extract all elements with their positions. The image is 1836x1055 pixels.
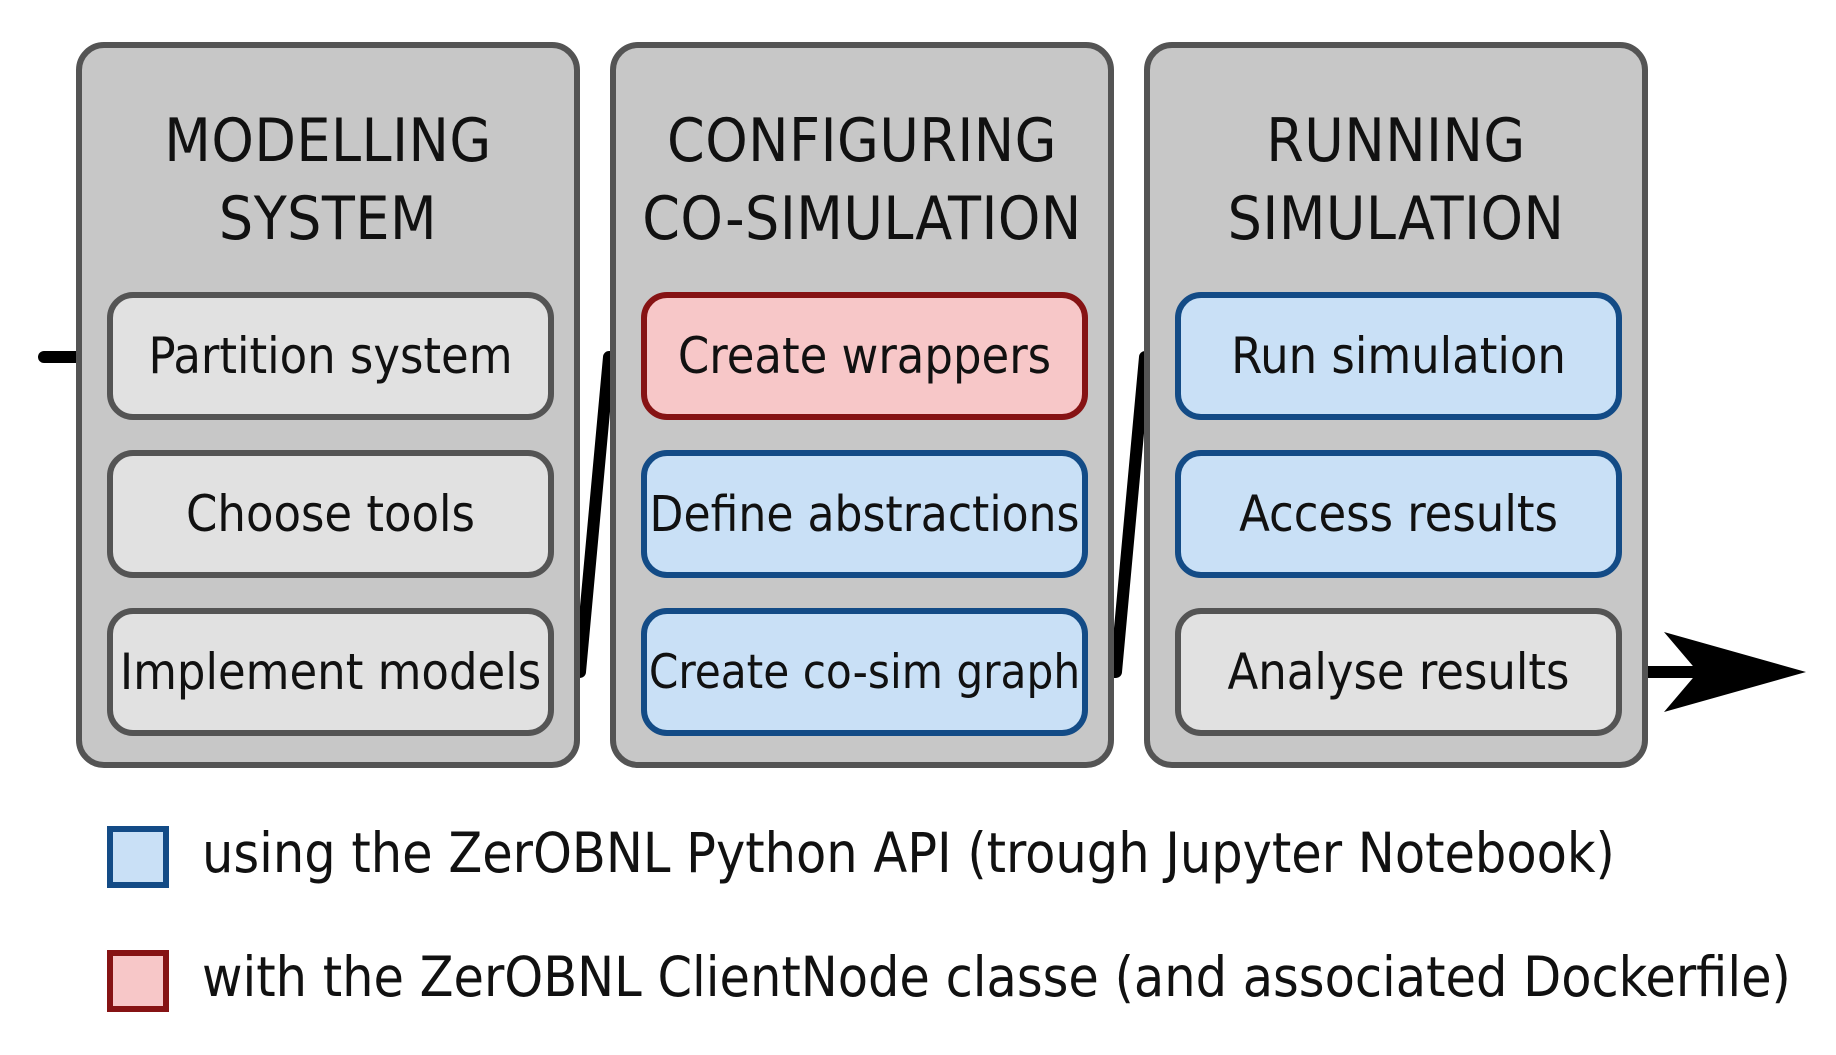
step-analyse-results: Analyse results (1175, 608, 1622, 736)
step-create-wrappers: Create wrappers (641, 292, 1088, 420)
phase-title: MODELLING SYSTEM (164, 106, 492, 254)
legend-label-python-api: using the ZerOBNL Python API (trough Jup… (202, 821, 1615, 885)
legend-swatch-clientnode (107, 950, 169, 1012)
phase-title: CONFIGURING CO-SIMULATION (642, 106, 1082, 254)
step-run-simulation: Run simulation (1175, 292, 1622, 420)
step-create-co-sim-graph: Create co-sim graph (641, 608, 1088, 736)
step-choose-tools: Choose tools (107, 450, 554, 578)
exit-arrow-head (1664, 632, 1806, 712)
step-access-results: Access results (1175, 450, 1622, 578)
legend-swatch-python-api (107, 826, 169, 888)
phase-title: RUNNING SIMULATION (1227, 106, 1565, 254)
step-define-abstractions: Define abstractions (641, 450, 1088, 578)
step-implement-models: Implement models (107, 608, 554, 736)
step-partition-system: Partition system (107, 292, 554, 420)
legend-label-clientnode: with the ZerOBNL ClientNode classe (and … (202, 945, 1791, 1009)
